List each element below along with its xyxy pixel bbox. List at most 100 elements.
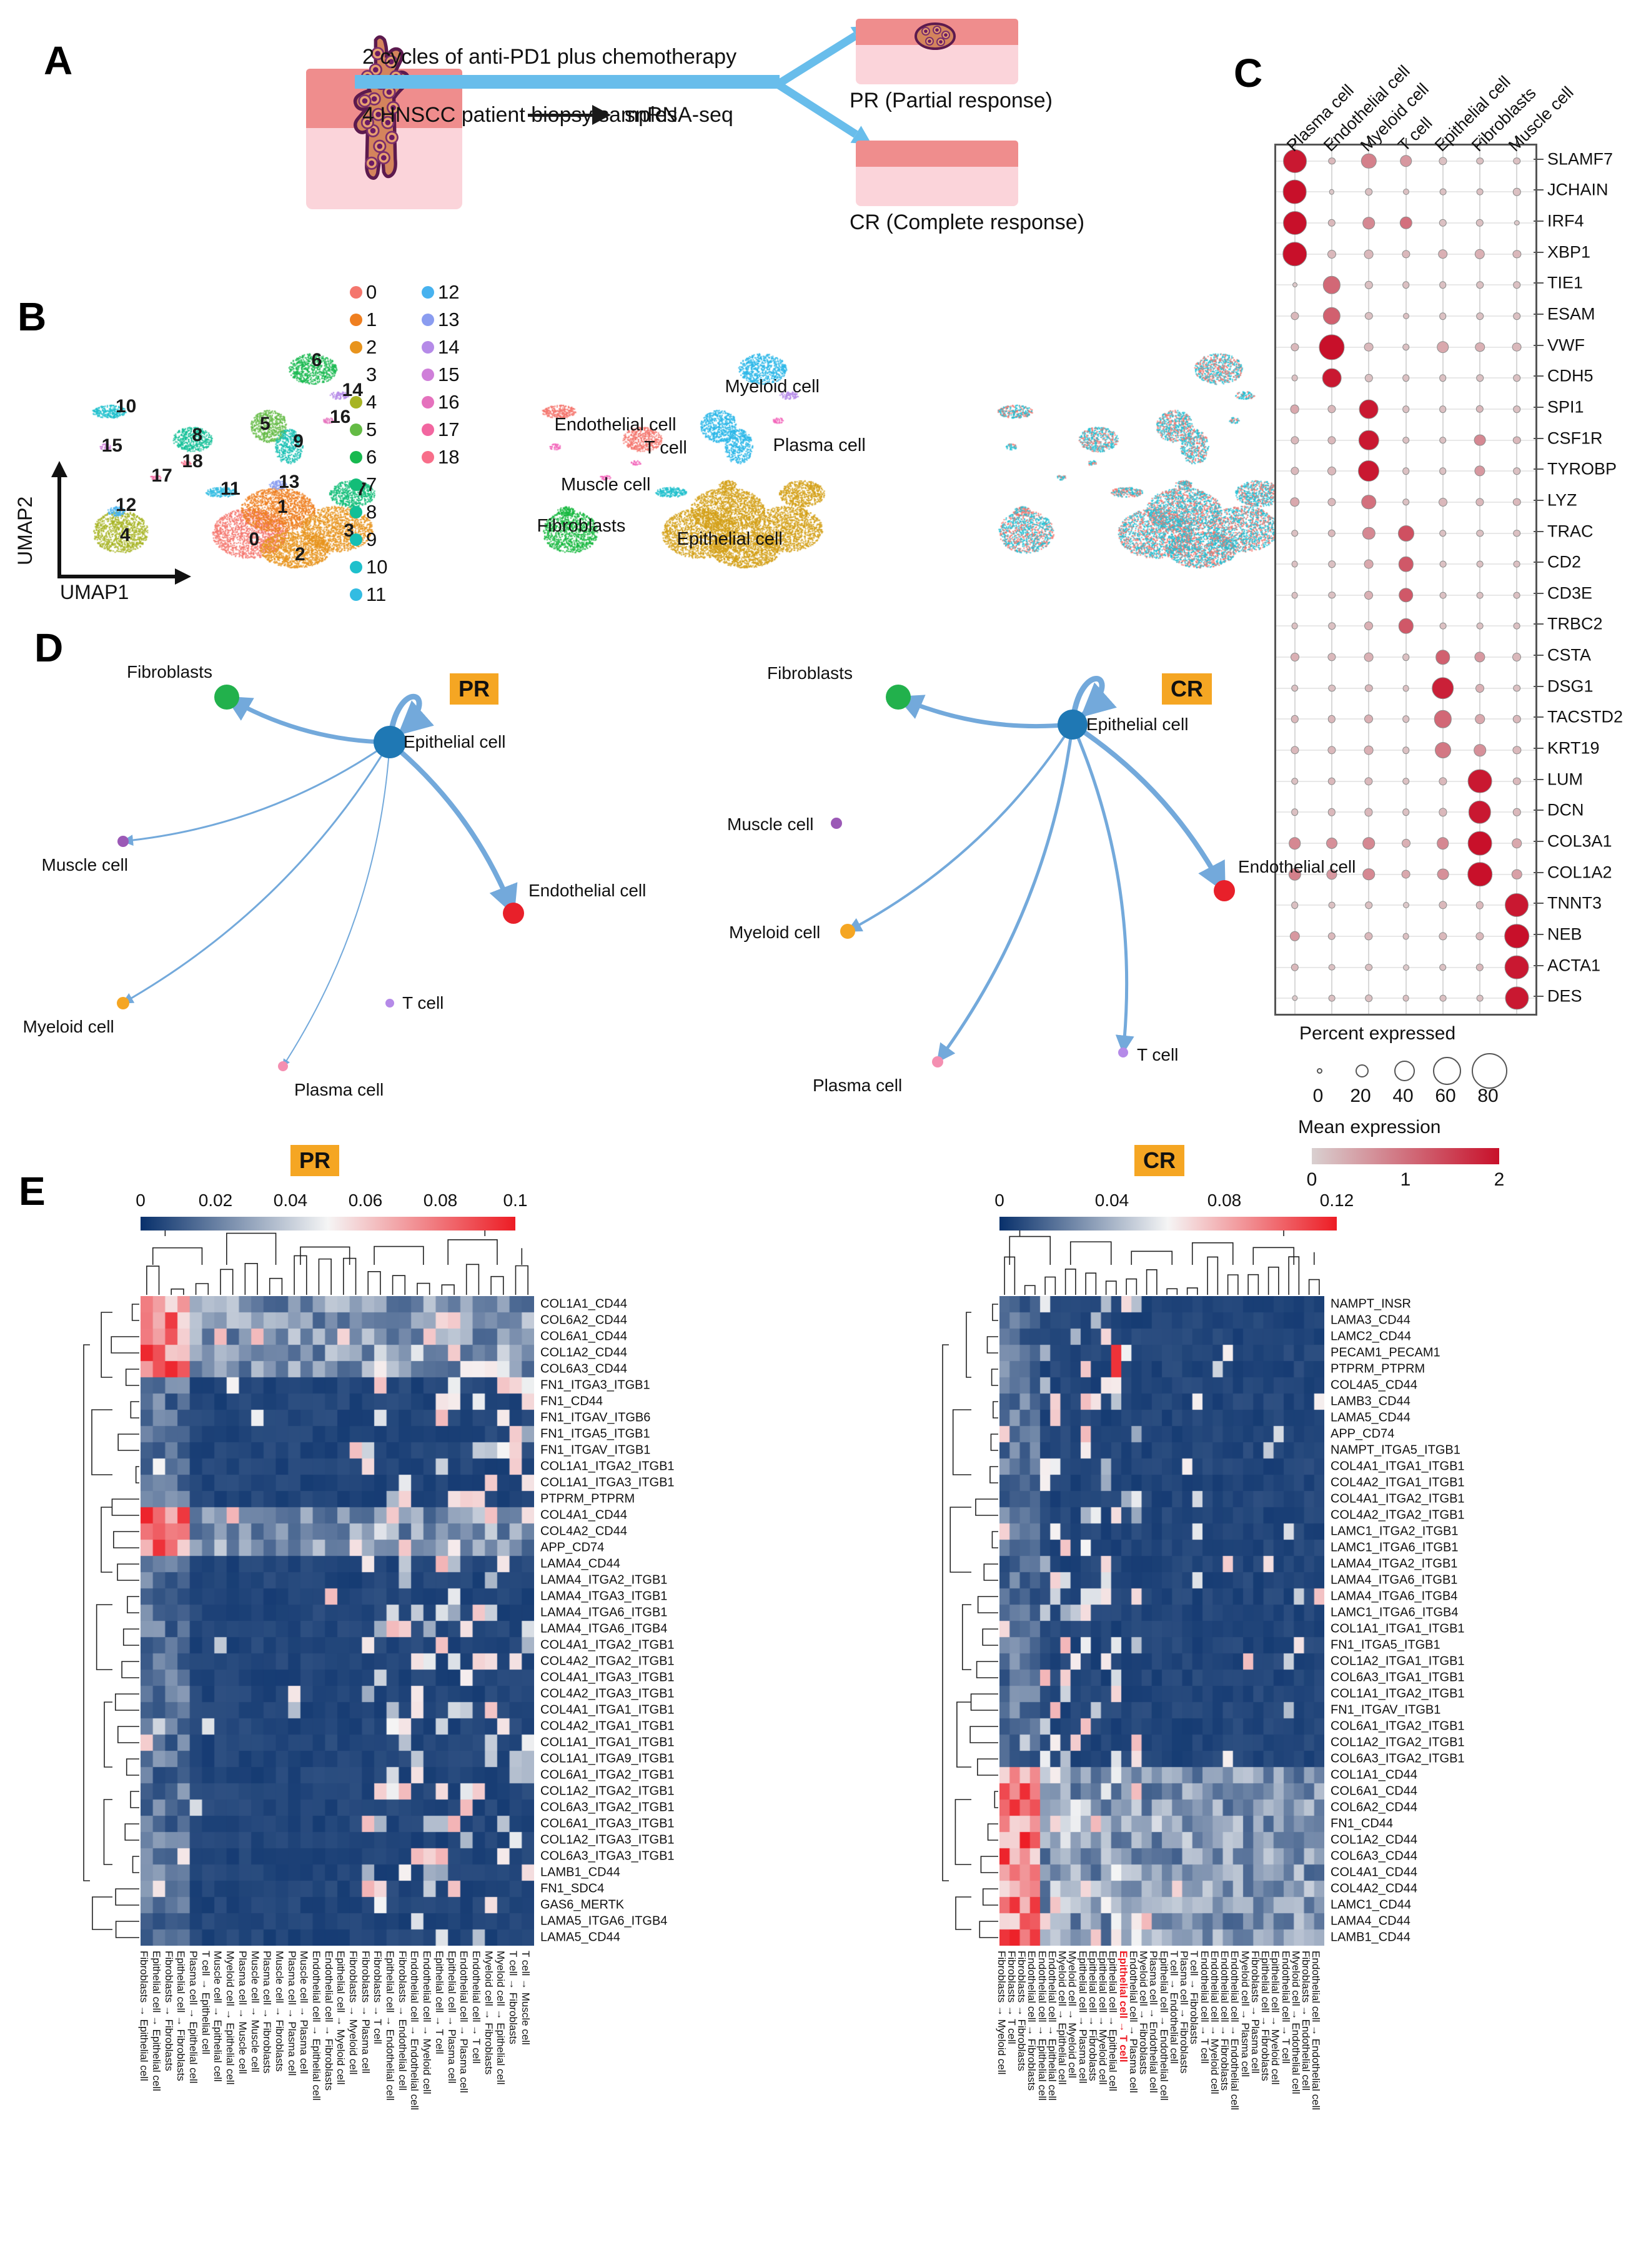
dotplot-row-tick — [1534, 158, 1544, 160]
network-edge — [388, 740, 518, 916]
heatmap-column-dendrogram-PR — [146, 1226, 528, 1295]
dotplot-dot — [1513, 312, 1521, 320]
dotplot-dot — [1513, 188, 1521, 196]
network-edge — [1069, 676, 1117, 725]
dotplot-dot — [1327, 777, 1336, 785]
dotplot-dot — [1476, 560, 1484, 568]
heatmap-colorbar-tick-PR-0: 0 — [136, 1191, 146, 1210]
dotplot-dot — [1322, 368, 1342, 388]
cluster-legend-dot-9 — [350, 533, 362, 546]
heatmap-row-label-CR-15: LAMC1_ITGA6_ITGB1 — [1331, 1540, 1459, 1555]
network-node-PR-epithelial-cell[interactable] — [374, 726, 406, 759]
heatmap-row-label-CR-1: LAMA3_CD44 — [1331, 1313, 1410, 1327]
dotplot-dot — [1291, 529, 1299, 537]
heatmap-row-label-CR-24: COL1A1_ITGA2_ITGB1 — [1331, 1686, 1465, 1701]
network-node-CR-myeloid-cell[interactable] — [840, 923, 855, 939]
network-edge — [1071, 723, 1134, 1054]
dotplot-dot — [1504, 924, 1530, 949]
umap-y-axis — [57, 475, 61, 578]
network-node-PR-endothelial-cell[interactable] — [503, 903, 524, 924]
dotplot-column-tick — [1516, 138, 1518, 144]
umap-cluster-number-0: 0 — [249, 529, 260, 550]
cluster-legend-dot-17 — [422, 423, 434, 436]
panel-letter-E: E — [19, 1169, 46, 1214]
heatmap-colorbar-tick-PR-0.04: 0.04 — [273, 1191, 308, 1210]
heatmap-row-label-PR-34: COL6A3_ITGA3_ITGB1 — [540, 1849, 675, 1863]
heatmap-row-label-CR-6: LAMB3_CD44 — [1331, 1394, 1410, 1409]
heatmap-row-label-PR-11: COL1A1_ITGA3_ITGB1 — [540, 1475, 675, 1490]
dotplot-dot — [1401, 869, 1410, 879]
network-node-CR-endothelial-cell[interactable] — [1214, 880, 1235, 901]
heatmap-row-label-PR-8: FN1_ITGA5_ITGB1 — [540, 1427, 650, 1441]
dotplot-dot — [1476, 994, 1484, 1002]
network-node-CR-fibroblasts[interactable] — [886, 685, 911, 710]
dotplot-dot — [1327, 219, 1336, 227]
heatmap-row-label-PR-17: LAMA4_ITGA2_ITGB1 — [540, 1573, 668, 1587]
heatmap-colorbar-tick-CR-0: 0 — [994, 1191, 1004, 1210]
umap-celltype-label-t-cell: T cell — [644, 438, 687, 458]
network-node-PR-muscle-cell[interactable] — [117, 835, 129, 847]
dotplot-gene-label-CD2: CD2 — [1547, 552, 1582, 572]
umap-plot-celltypes — [500, 294, 937, 587]
dotplot-row-tick — [1534, 778, 1544, 780]
dotplot-dot — [1327, 405, 1336, 413]
dotplot-dot — [1513, 684, 1521, 692]
heatmap-col-label-PR-26: Endothelial cell → Plasma cell — [458, 1951, 470, 2093]
dotplot-dot — [1327, 436, 1336, 445]
network-node-PR-fibroblasts[interactable] — [214, 685, 239, 710]
dotplot-dot — [1291, 963, 1299, 971]
network-node-PR-myeloid-cell[interactable] — [116, 997, 129, 1009]
network-node-PR-plasma-cell[interactable] — [278, 1061, 288, 1071]
cluster-legend-dot-15 — [422, 369, 434, 381]
network-edge — [1071, 722, 1227, 893]
heatmap-colorbar-tick-PR-0.06: 0.06 — [348, 1191, 383, 1210]
heatmap-row-label-CR-7: LAMA5_CD44 — [1331, 1410, 1410, 1425]
heatmap-row-label-CR-26: COL6A1_ITGA2_ITGB1 — [1331, 1719, 1465, 1733]
network-node-PR-t-cell[interactable] — [385, 999, 394, 1008]
dotplot-row-tick — [1534, 406, 1544, 408]
dotplot-dot — [1289, 497, 1300, 507]
network-node-CR-t-cell[interactable] — [1118, 1047, 1128, 1058]
dotplot-dot — [1402, 343, 1410, 351]
heatmap-row-label-PR-22: COL4A2_ITGA2_ITGB1 — [540, 1654, 675, 1668]
network-node-CR-epithelial-cell[interactable] — [1058, 709, 1088, 740]
dotplot-gene-label-LYZ: LYZ — [1547, 490, 1577, 510]
dotplot-dot — [1513, 623, 1520, 630]
dotplot-dot — [1291, 808, 1299, 816]
network-edge — [896, 695, 1073, 729]
umap-cluster-number-13: 13 — [279, 471, 300, 492]
heatmap-row-label-CR-0: NAMPT_INSR — [1331, 1297, 1411, 1311]
heatmap-group-tag-PR: PR — [290, 1145, 340, 1176]
dotplot-gridline-v — [1479, 146, 1481, 1014]
heatmap-row-label-CR-34: COL6A3_CD44 — [1331, 1849, 1417, 1863]
dotplot-dot — [1402, 933, 1409, 940]
dotplot-size-legend-circle-20 — [1355, 1064, 1369, 1077]
dotplot-dot — [1476, 281, 1484, 289]
cluster-legend-dot-8 — [350, 506, 362, 518]
network-node-CR-muscle-cell[interactable] — [831, 818, 842, 829]
dotplot-dot — [1439, 281, 1447, 289]
dotplot-dot — [1365, 684, 1373, 692]
dotplot-dot — [1504, 955, 1529, 979]
network-node-label-CR-myeloid-cell: Myeloid cell — [729, 922, 821, 942]
dotplot-size-legend-circle-0 — [1316, 1067, 1322, 1074]
heatmap-row-label-CR-32: FN1_CD44 — [1331, 1816, 1394, 1831]
dotplot-dot — [1364, 652, 1374, 662]
dotplot-dot — [1474, 434, 1486, 446]
heatmap-row-label-CR-22: COL1A2_ITGA1_ITGB1 — [1331, 1654, 1465, 1668]
dotplot-dot — [1467, 831, 1492, 856]
umap-celltype-label-fibroblasts: Fibroblasts — [537, 516, 626, 536]
heatmap-row-label-PR-24: COL4A2_ITGA3_ITGB1 — [540, 1686, 675, 1701]
heatmap-row-label-CR-3: PECAM1_PECAM1 — [1331, 1345, 1440, 1360]
umap-cluster-number-18: 18 — [182, 450, 203, 472]
dotplot-dot — [1439, 963, 1447, 971]
dotplot-dot — [1402, 313, 1409, 320]
dotplot-dot — [1364, 249, 1374, 259]
dotplot-dot — [1474, 465, 1485, 477]
network-node-CR-plasma-cell[interactable] — [932, 1056, 943, 1067]
dotplot-column-tick — [1479, 138, 1481, 144]
dotplot-dot — [1402, 685, 1409, 692]
heatmap-row-label-PR-26: COL4A2_ITGA1_ITGB1 — [540, 1719, 675, 1733]
cluster-legend-label-9: 9 — [366, 528, 377, 550]
dotplot-dot — [1476, 623, 1484, 630]
